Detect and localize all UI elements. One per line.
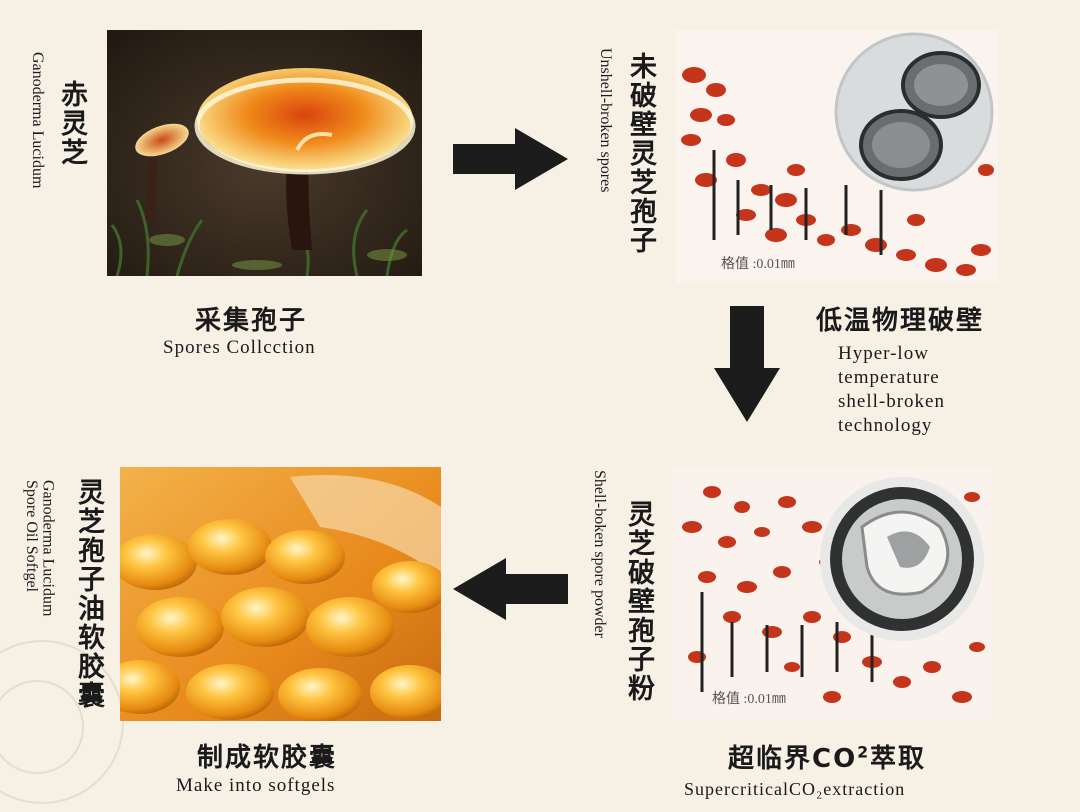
unbroken-spore-micrograph: 格值 :0.01㎜ [676, 30, 998, 283]
step5-side-label-en: Ganoderma Lucidum Spore Oil Softgel [22, 480, 57, 617]
step1-caption-en: Spores Collcction [163, 337, 316, 358]
step1-side-label-en: Ganoderma Lucidum [28, 52, 46, 189]
step5-side-label-zh: 灵芝孢子油软胶囊 [73, 478, 104, 710]
step5-caption-zh: 制成软胶囊 [197, 743, 338, 773]
step2-side-label-en: Unshell-broken spores [596, 48, 614, 193]
arrow-down-icon [714, 306, 780, 422]
broken-spore-micrograph: 格值 :0.01㎜ [672, 467, 992, 720]
spore-micrograph-image: 格值 :0.01㎜ [681, 32, 994, 276]
mushroom-image [107, 30, 422, 276]
step4-side-label-en: Shell-boken spore powder [590, 470, 608, 638]
step4-scale-label: 格值 :0.01㎜ [712, 691, 786, 707]
step2-side-label-zh: 未破壁灵芝孢子 [625, 52, 656, 255]
step4-caption-zh-main: 超临界CO [728, 744, 858, 774]
step5-caption-en: Make into softgels [176, 775, 336, 796]
step3-caption-en: Hyper-low temperature shell-broken techn… [838, 343, 945, 436]
background-swirl [0, 680, 84, 774]
broken-spore-image: 格值 :0.01㎜ [682, 477, 985, 707]
step3-caption-zh: 低温物理破壁 [816, 306, 985, 336]
softgel-image [120, 467, 441, 721]
step2-scale-label: 格值 :0.01㎜ [721, 256, 795, 272]
softgel-capsules-photo [120, 467, 441, 721]
step4-caption-zh: 超临界CO2萃取 [728, 738, 926, 775]
arrow-right-icon [453, 128, 568, 190]
step4-caption-zh-sup: 2 [857, 743, 871, 762]
step1-caption-zh: 采集孢子 [195, 306, 308, 336]
arrow-left-icon [453, 558, 568, 620]
step4-caption-en: SupercriticalCO₂extraction [684, 779, 906, 799]
step4-caption-zh-tail: 萃取 [870, 744, 927, 774]
ganoderma-mushroom-photo [107, 30, 422, 276]
step4-side-label-zh: 灵芝破壁孢子粉 [623, 500, 654, 703]
step1-side-label-zh: 赤灵芝 [56, 80, 87, 167]
